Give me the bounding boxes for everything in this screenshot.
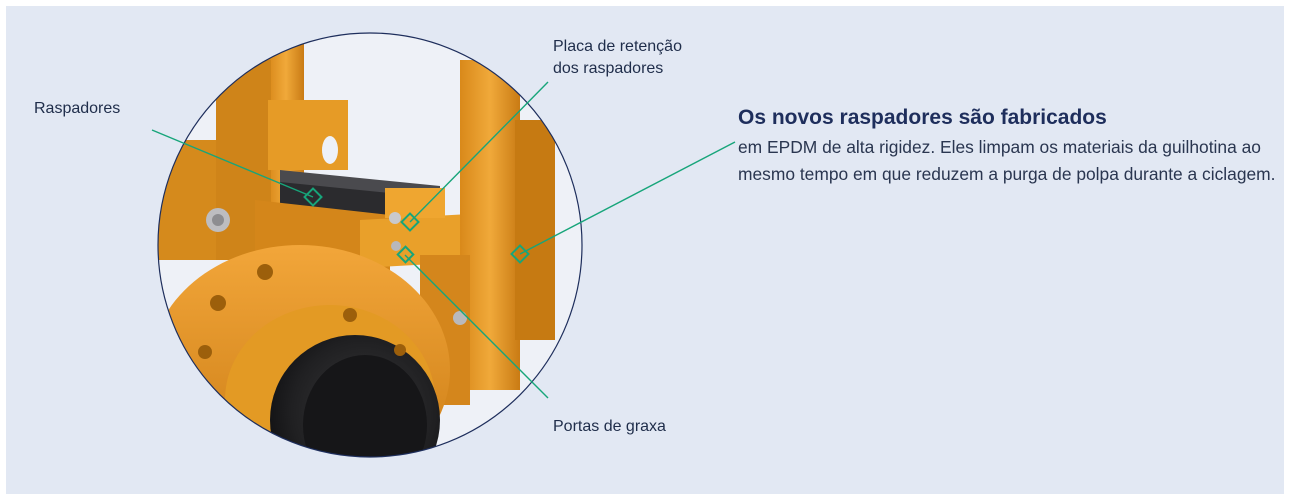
description-body: em EPDM de alta rigidez. Eles limpam os …	[738, 137, 1276, 184]
leader-line-placa	[409, 81, 549, 223]
callout-placa-line2: dos raspadores	[553, 60, 664, 77]
description-title: Os novos raspadores são fabricados	[738, 106, 1107, 129]
leader-line-description	[519, 141, 736, 255]
marker-description	[510, 244, 530, 264]
marker-portas	[396, 245, 415, 264]
lens-border	[157, 32, 583, 458]
leader-line-portas	[404, 254, 549, 399]
marker-raspadores	[303, 187, 323, 207]
callout-raspadores: Raspadores	[34, 100, 121, 117]
marker-placa	[400, 212, 420, 232]
callout-placa-line1: Placa de retenção	[553, 38, 682, 55]
leader-line-raspadores	[151, 129, 314, 198]
callout-portas: Portas de graxa	[553, 418, 666, 435]
